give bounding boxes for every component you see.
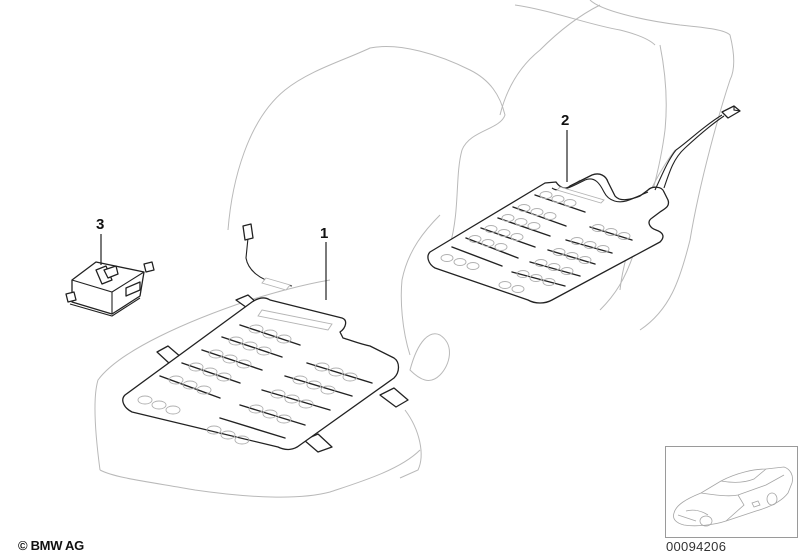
callout-1[interactable]: 1 bbox=[320, 225, 329, 242]
callout-3[interactable]: 3 bbox=[96, 216, 105, 233]
part-1-cushion-heater bbox=[122, 223, 409, 453]
copyright-label: © BMW AG bbox=[18, 538, 84, 553]
part-2-backrest-heater bbox=[427, 105, 741, 304]
part-3-control-unit bbox=[65, 261, 155, 317]
vehicle-locator-thumbnail bbox=[665, 446, 798, 538]
callout-2[interactable]: 2 bbox=[561, 112, 570, 129]
document-number: 00094206 bbox=[666, 539, 727, 554]
car-outline-icon bbox=[673, 466, 793, 527]
